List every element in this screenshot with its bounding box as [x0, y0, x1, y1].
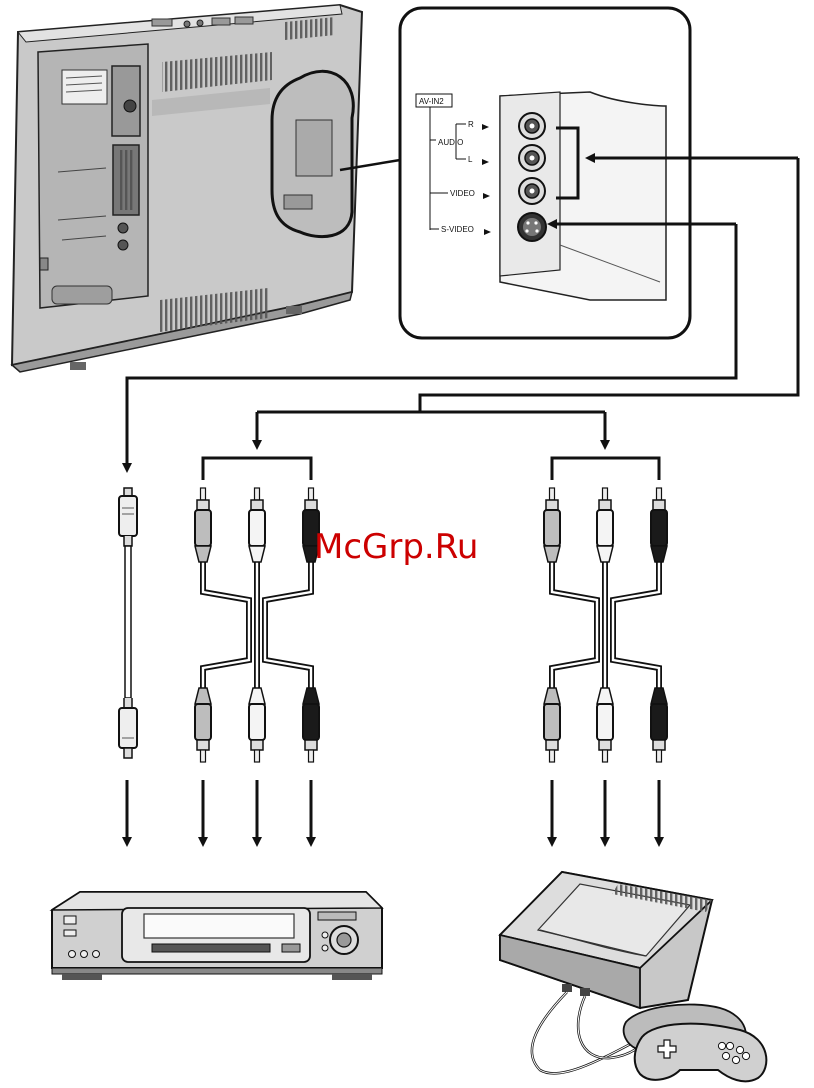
rca-plug-top-yellow: [195, 488, 211, 562]
rca-cable-set-left: [195, 488, 319, 762]
right-rca-bracket: [552, 458, 659, 480]
r-label: R: [468, 120, 474, 129]
s-video-cable: [119, 488, 137, 758]
video-label: VIDEO: [450, 189, 475, 198]
audio-r-jack: [519, 113, 545, 139]
game-console: [500, 872, 766, 1081]
tv-rear: [12, 5, 362, 372]
tv-left-panel: [38, 44, 148, 308]
audio-label: AUDIO: [438, 138, 463, 147]
down-arrows: [127, 780, 659, 842]
audio-l-jack: [519, 145, 545, 171]
s-video-label: S-VIDEO: [441, 225, 474, 234]
rca-plug-top-yellow: [544, 488, 560, 562]
rca-cable-set-right: [544, 488, 667, 762]
watermark-text: McGrp.Ru: [314, 527, 478, 567]
rca-wire-red: [265, 562, 311, 688]
l-label: L: [468, 155, 473, 164]
video-jack: [519, 178, 545, 204]
s-video-jack: [518, 213, 546, 241]
vcr-device: [52, 892, 382, 980]
av-in2-inset: AV-IN2 R AUDIO L VIDEO S-VIDEO: [400, 8, 690, 338]
rca-wire-yellow: [552, 562, 597, 688]
rca-plug-bottom-red: [651, 688, 667, 762]
rca-plug-bottom-yellow: [195, 688, 211, 762]
rca-plug-bottom-red: [303, 688, 319, 762]
rca-plug-top-white: [597, 488, 613, 562]
rca-wire-red: [613, 562, 659, 688]
rca-plug-bottom-yellow: [544, 688, 560, 762]
rca-plug-bottom-white: [597, 688, 613, 762]
rca-plug-bottom-white: [249, 688, 265, 762]
av-in2-label: AV-IN2: [419, 97, 444, 106]
rca-plug-top-red: [651, 488, 667, 562]
left-rca-bracket: [203, 458, 311, 480]
rca-plug-top-white: [249, 488, 265, 562]
rca-wire-yellow: [203, 562, 249, 688]
